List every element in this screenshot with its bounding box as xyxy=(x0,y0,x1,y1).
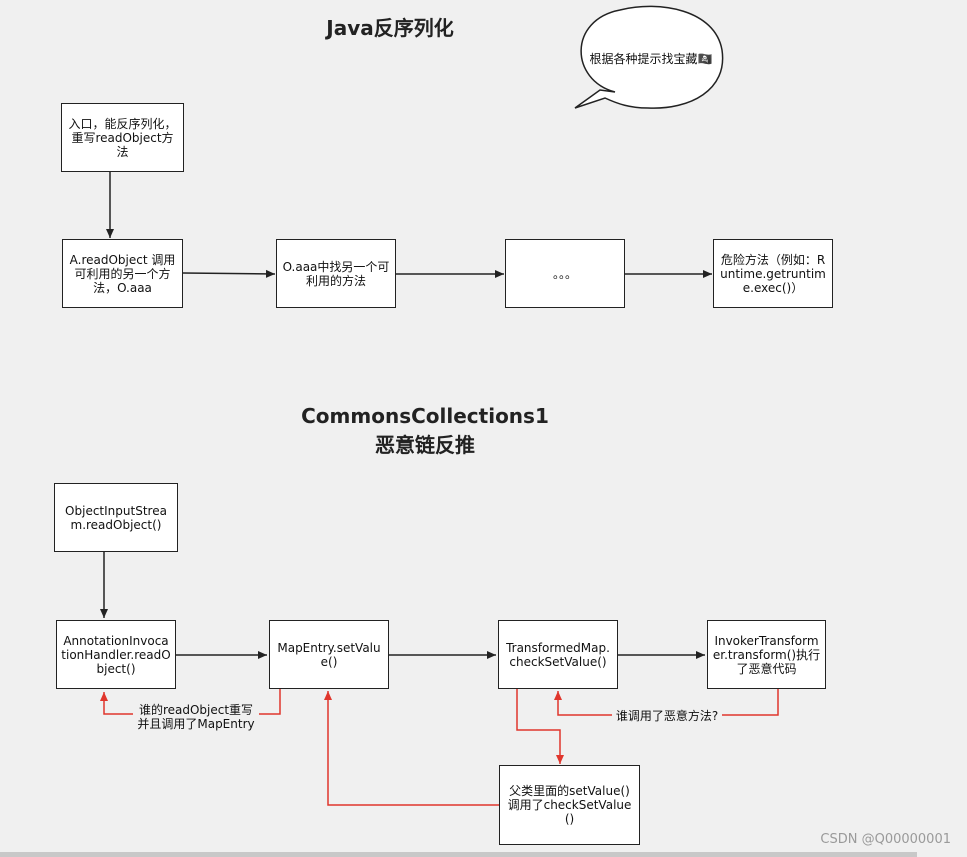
entry-box: 入口，能反序列化，重写readObject方法 xyxy=(61,103,184,172)
transformedmap-label: TransformedMap.checkSetValue() xyxy=(506,640,610,669)
label-who-call: 谁调用了恶意方法? xyxy=(612,709,722,723)
a-readobject-label: A.readObject 调用可利用的另一个方法，O.aaa xyxy=(69,252,176,295)
mapentry-label: MapEntry.setValue() xyxy=(277,640,381,669)
red-arrow-parent-to-mapentry xyxy=(324,691,499,806)
invokertransformer-box: InvokerTransformer.transform()执行了恶意代码 xyxy=(707,620,826,689)
a-readobject-box: A.readObject 调用可利用的另一个方法，O.aaa xyxy=(62,239,183,308)
bubble-text: 根据各种提示找宝藏🏴‍☠️ xyxy=(589,52,713,66)
section2-title-line1: CommonsCollections1 xyxy=(301,404,549,428)
danger-method-box: 危险方法（例如：Runtime.getruntime.exec()） xyxy=(713,239,833,308)
section2-title-line2: 恶意链反推 xyxy=(375,433,475,457)
label-who-override: 谁的readObject重写并且调用了MapEntry xyxy=(133,703,259,731)
speech-bubble xyxy=(574,5,724,109)
objectinputstream-label: ObjectInputStream.readObject() xyxy=(65,503,167,532)
annotationinvocationhandler-box: AnnotationInvocationHandler.readObject() xyxy=(56,620,176,689)
dots-box: 。。。 xyxy=(505,239,625,308)
arrow-a-to-o xyxy=(182,269,276,278)
horizontal-scrollbar[interactable] xyxy=(0,852,917,857)
invokertransformer-label: InvokerTransformer.transform()执行了恶意代码 xyxy=(712,633,821,676)
objectinputstream-box: ObjectInputStream.readObject() xyxy=(54,483,178,552)
annotationinvocationhandler-label: AnnotationInvocationHandler.readObject() xyxy=(61,633,171,676)
entry-box-label: 入口，能反序列化，重写readObject方法 xyxy=(68,116,177,159)
watermark: CSDN @Q00000001 xyxy=(820,832,951,847)
section1-title: Java反序列化 xyxy=(326,16,454,40)
dots-label: 。。。 xyxy=(552,266,577,281)
danger-method-label: 危险方法（例如：Runtime.getruntime.exec()） xyxy=(720,252,826,295)
red-arrow-tm-to-parent xyxy=(516,689,564,764)
transformedmap-box: TransformedMap.checkSetValue() xyxy=(498,620,618,689)
parent-setvalue-box: 父类里面的setValue()调用了checkSetValue() xyxy=(499,765,640,845)
mapentry-box: MapEntry.setValue() xyxy=(269,620,389,689)
o-aaa-label: O.aaa中找另一个可利用的方法 xyxy=(282,259,390,288)
parent-setvalue-label: 父类里面的setValue()调用了checkSetValue() xyxy=(507,784,632,826)
o-aaa-box: O.aaa中找另一个可利用的方法 xyxy=(276,239,396,308)
